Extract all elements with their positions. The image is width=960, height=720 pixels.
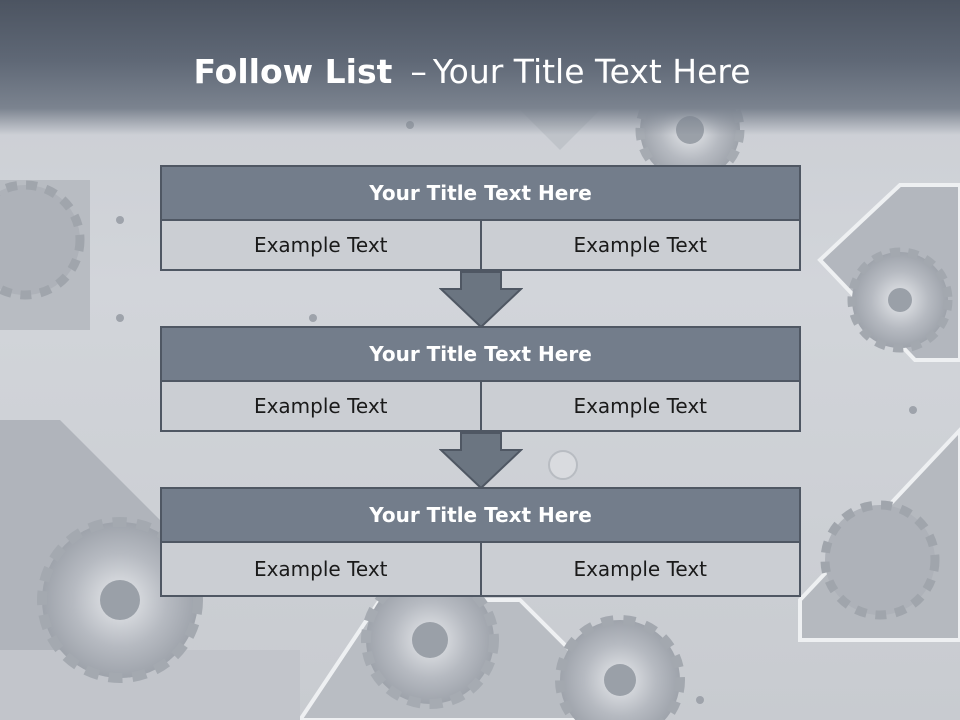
bolt bbox=[116, 314, 124, 322]
block-cell-right[interactable]: Example Text bbox=[481, 543, 801, 597]
block-title[interactable]: Your Title Text Here bbox=[160, 165, 801, 221]
list-block: Your Title Text Here Example Text Exampl… bbox=[160, 487, 801, 597]
block-cell-right[interactable]: Example Text bbox=[481, 382, 801, 432]
bolt bbox=[696, 696, 704, 704]
bolt bbox=[309, 314, 317, 322]
block-title[interactable]: Your Title Text Here bbox=[160, 326, 801, 382]
down-arrow-icon bbox=[439, 432, 523, 490]
block-cell-left[interactable]: Example Text bbox=[160, 543, 482, 597]
slide-title-rest: Your Title Text Here bbox=[432, 52, 751, 91]
block-row: Example Text Example Text bbox=[160, 221, 801, 271]
list-block: Your Title Text Here Example Text Exampl… bbox=[160, 165, 801, 271]
header-band bbox=[0, 0, 960, 135]
bolt bbox=[116, 216, 124, 224]
gear-icon bbox=[820, 500, 940, 620]
gear-icon bbox=[37, 517, 203, 683]
list-block: Your Title Text Here Example Text Exampl… bbox=[160, 326, 801, 432]
gear-icon bbox=[361, 571, 499, 709]
slide-title: Follow List–Your Title Text Here bbox=[0, 52, 944, 91]
gear-icon bbox=[0, 180, 85, 300]
slide-title-bold: Follow List bbox=[193, 52, 393, 91]
block-cell-left[interactable]: Example Text bbox=[160, 221, 482, 271]
block-title[interactable]: Your Title Text Here bbox=[160, 487, 801, 543]
bolt bbox=[909, 406, 917, 414]
gear-icon bbox=[847, 247, 953, 353]
bolt bbox=[548, 450, 578, 480]
slide-title-separator: – bbox=[410, 52, 427, 91]
block-row: Example Text Example Text bbox=[160, 543, 801, 597]
block-cell-right[interactable]: Example Text bbox=[481, 221, 801, 271]
down-arrow-icon bbox=[439, 271, 523, 329]
gear-icon bbox=[555, 615, 685, 720]
block-cell-left[interactable]: Example Text bbox=[160, 382, 482, 432]
block-row: Example Text Example Text bbox=[160, 382, 801, 432]
